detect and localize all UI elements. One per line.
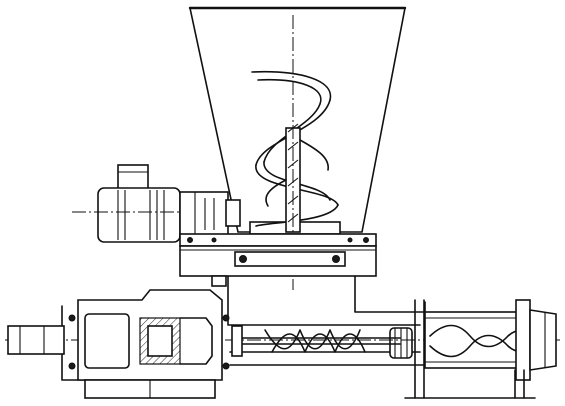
drive-motor: [72, 164, 240, 243]
gearbox: [179, 191, 241, 237]
hopper-mounting-flange: [179, 233, 377, 287]
bearing-housing: [7, 289, 243, 381]
bridge-breaker-auger: [251, 15, 339, 290]
pump-housing: [227, 275, 431, 366]
hopper: [188, 6, 407, 235]
rotor-stator: [424, 299, 557, 381]
support-feet: [84, 299, 536, 399]
